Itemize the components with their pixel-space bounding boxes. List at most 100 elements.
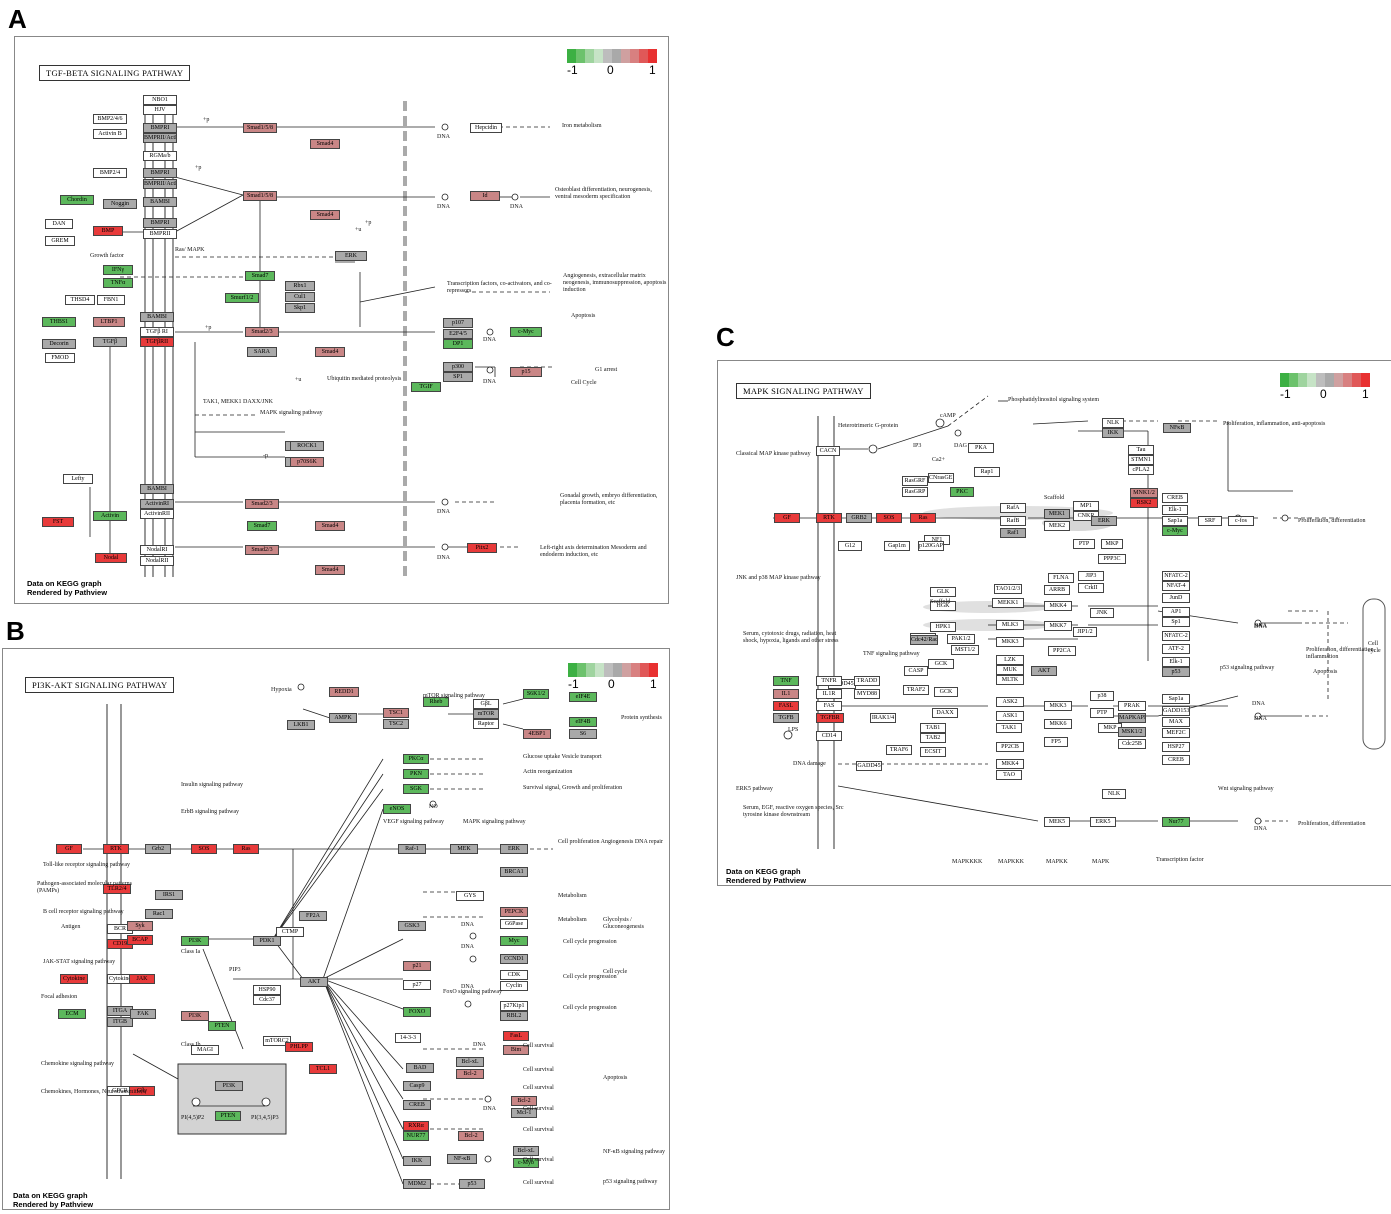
gene-node: S6K1/2 <box>523 689 549 699</box>
gene-node: eNOS <box>383 804 411 814</box>
gene-node: CREB <box>1162 755 1190 765</box>
gene-node: RTK <box>816 513 842 523</box>
pathway-label: MAPKKKK <box>952 859 983 865</box>
legend-tick: -1 <box>568 677 579 691</box>
gene-node: Smad4 <box>315 521 345 531</box>
pathway-label: MAPK <box>1092 859 1110 865</box>
legend-swatch <box>1280 373 1289 387</box>
gene-node: mTORC2 <box>263 1036 291 1046</box>
pathway-label: Glycolysis / Gluconeogenesis <box>603 917 644 930</box>
gene-node: PP2CB <box>996 742 1024 752</box>
gene-node: RXRα <box>403 1121 429 1131</box>
pathway-label: Pathogen-associated molecular patterns (… <box>37 881 132 894</box>
gene-node: FASL <box>773 701 799 711</box>
legend-swatch <box>586 663 595 677</box>
gene-node: ARRB <box>1044 585 1070 595</box>
pathway-label: Left-right axis determination Mesoderm a… <box>540 545 647 558</box>
gene-node: Bcl-xL <box>513 1146 539 1156</box>
pathway-label: +p <box>203 117 210 123</box>
gene-node: ERK <box>335 251 367 261</box>
pathway-label: Cell survival <box>523 1067 554 1073</box>
gene-node: Nur77 <box>1162 817 1190 827</box>
legend-swatch <box>612 49 621 63</box>
gene-node: TGIF <box>411 382 441 392</box>
gene-node: BMPRI <box>143 168 177 178</box>
legend-swatch <box>630 49 639 63</box>
pathway-label: Cell survival <box>523 1180 554 1186</box>
gene-node: BAMBI <box>140 312 174 322</box>
gene-node: AMPK <box>329 713 357 723</box>
gene-node: RGMa/b <box>143 151 177 161</box>
legend-swatch <box>1307 373 1316 387</box>
gene-node: GRB2 <box>846 513 872 523</box>
gene-node: TNFα <box>103 278 133 288</box>
pathway-label: TAK1, MEKK1 DAXX/JNK <box>203 399 274 405</box>
pathway-label: DNA <box>1254 623 1267 629</box>
gene-node: PI3K <box>181 1011 209 1021</box>
gene-node: MLTK <box>996 675 1024 685</box>
pathway-label: +p <box>205 325 212 331</box>
gene-node: CTMP <box>276 927 304 937</box>
panel-c-title: MAPK SIGNALING PATHWAY <box>736 383 871 399</box>
gene-node: TGFB <box>773 713 799 723</box>
pathway-label: Chemokine signaling pathway <box>41 1061 114 1067</box>
gene-node: TGFBR <box>816 713 844 723</box>
pathway-label: Cell proliferation Angiogenesis DNA repa… <box>558 839 663 845</box>
gene-node: c-Myc <box>1162 526 1188 536</box>
pathway-label: DNA <box>510 204 523 210</box>
pathway-label: +u <box>295 377 302 383</box>
gene-node: IRAK1/4 <box>870 713 896 723</box>
pathway-label: p53 signaling pathway <box>603 1179 658 1185</box>
gene-node: c-Myb <box>513 1158 539 1168</box>
gene-node: PKC <box>950 487 974 497</box>
gene-node: ITGB <box>107 1017 133 1027</box>
legend-swatch <box>594 49 603 63</box>
pathway-label: +p <box>195 165 202 171</box>
gene-node: ActivinRI <box>140 499 174 509</box>
gene-node: MKP <box>1101 539 1123 549</box>
gene-node: STMN1 <box>1128 455 1154 465</box>
gene-node: ROCK1 <box>290 441 324 451</box>
gene-node: RasGRF <box>902 476 928 486</box>
gene-node: TLR2/4 <box>103 884 131 894</box>
pathway-label: TNF signaling pathway <box>863 651 920 657</box>
pathway-label: Growth factor <box>90 253 124 259</box>
gene-node: 14-3-3 <box>395 1033 421 1043</box>
gene-node: p27 <box>403 980 431 990</box>
legend-swatch <box>648 49 657 63</box>
gene-node: MEF2C <box>1162 728 1190 738</box>
gene-node: Gβγ <box>129 1086 155 1096</box>
gene-node: MSK1/2 <box>1118 727 1146 737</box>
legend-swatch <box>1289 373 1298 387</box>
gene-node: FasL <box>503 1031 529 1041</box>
gene-node: PKCα <box>403 754 429 764</box>
pathway-label: DNA <box>473 1042 486 1048</box>
gene-node: Raf1 <box>1000 528 1026 538</box>
gene-node: Smad4 <box>310 210 340 220</box>
gene-node: RBL2 <box>500 1011 528 1021</box>
pathway-label: Cell survival <box>523 1043 554 1049</box>
pathway-label: Ca2+ <box>932 457 946 463</box>
gene-node: MEKK1 <box>992 598 1024 608</box>
pathway-label: Actin reorganization <box>523 769 573 775</box>
gene-node: TCL1 <box>309 1064 337 1074</box>
gene-node: PI3K <box>215 1081 243 1091</box>
pathway-label: Proliferation, differentiation, inflamma… <box>1306 647 1376 660</box>
gene-node: Chordin <box>60 195 94 205</box>
gene-node: TRADD <box>854 676 880 686</box>
gene-node: BMPRII <box>143 229 177 239</box>
pathway-label: -p <box>263 453 268 459</box>
gene-node: MST1/2 <box>951 645 979 655</box>
gene-node: IKK <box>403 1156 431 1166</box>
gene-node: NLK <box>1102 789 1126 799</box>
footer-a-line1: Data on KEGG graph <box>27 579 102 588</box>
gene-node: TNFR <box>816 676 842 686</box>
footer-b: Data on KEGG graph Rendered by Pathview <box>13 1191 93 1209</box>
gene-node: AP1 <box>1162 607 1190 617</box>
gene-node: p70S6K <box>290 457 324 467</box>
pathway-label: Transcription factor <box>1156 857 1204 863</box>
gene-node: Syk <box>127 921 153 931</box>
gene-node: GREM <box>45 236 75 246</box>
pathway-label: DNA <box>1254 624 1267 630</box>
